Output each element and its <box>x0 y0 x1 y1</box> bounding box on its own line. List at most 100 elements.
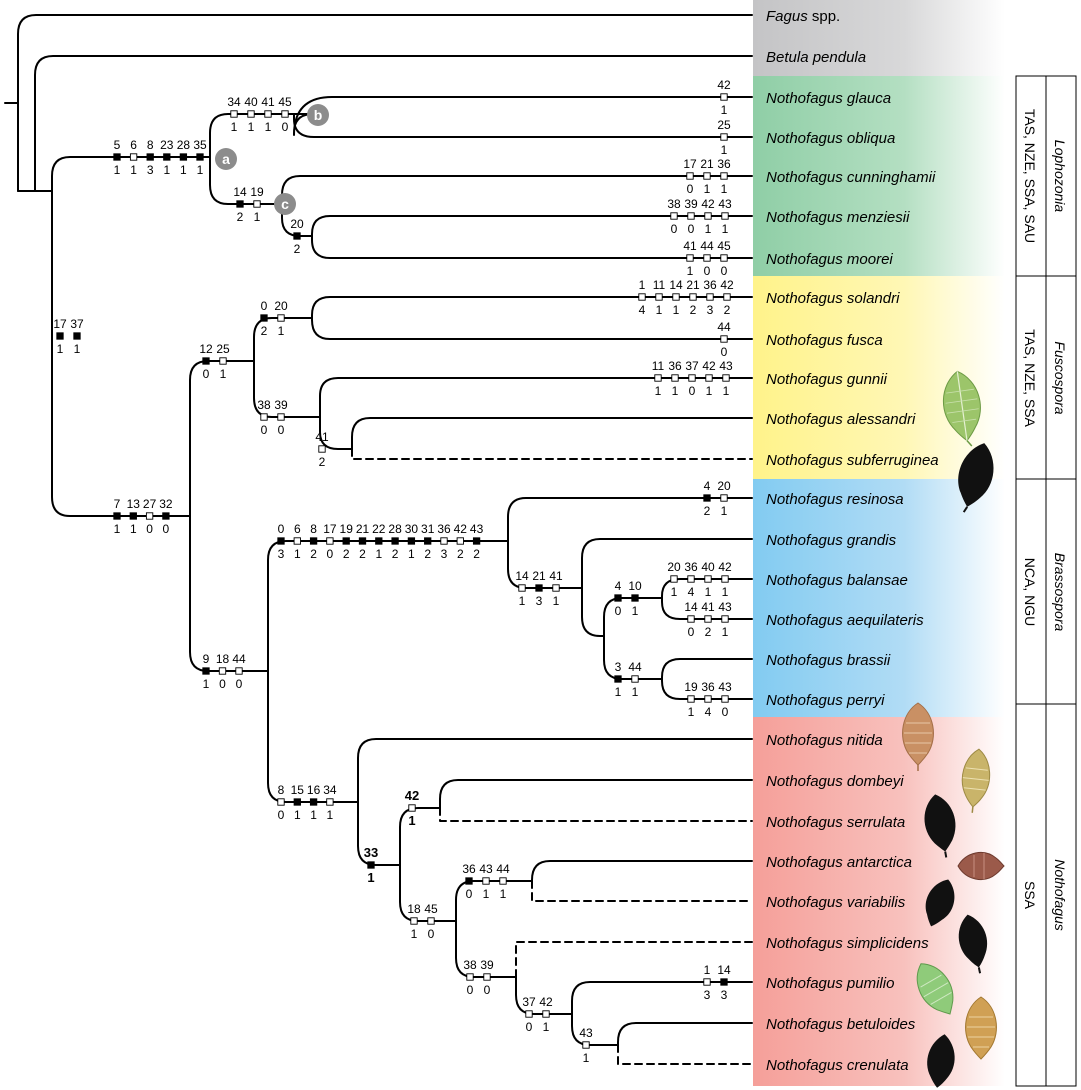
taxon-label: Nothofagus solandri <box>766 290 900 307</box>
character-state: 1 <box>655 384 662 398</box>
leaf-icon <box>958 443 994 513</box>
character-number: 41 <box>683 239 697 253</box>
character-state: 1 <box>706 384 713 398</box>
filled-state-marker <box>293 232 301 240</box>
character-state: 1 <box>705 222 712 236</box>
taxon-genus: Nothofagus <box>766 1016 843 1033</box>
open-state-marker <box>582 1041 590 1049</box>
taxon-label: Nothofagus cunninghamii <box>766 169 936 186</box>
open-state-marker <box>145 512 154 520</box>
taxon-label: Nothofagus dombeyi <box>766 773 904 790</box>
filled-state-marker <box>424 537 432 545</box>
taxon-labels: Fagus spp. Betula pendula Nothofagus gla… <box>766 8 939 1074</box>
character-number: 43 <box>479 862 493 876</box>
open-state-marker <box>721 575 729 583</box>
character-state: 3 <box>704 988 711 1002</box>
open-state-marker <box>466 973 474 981</box>
open-state-marker <box>525 1010 533 1018</box>
character-state: 2 <box>392 547 399 561</box>
filled-state-marker <box>236 200 244 208</box>
character-number: 14 <box>717 963 731 977</box>
open-state-marker <box>408 804 416 812</box>
character-number: 36 <box>717 157 731 171</box>
taxon-epithet: obliqua <box>847 130 895 147</box>
character-number: 5 <box>114 138 121 152</box>
node-c-marker: c <box>274 193 296 215</box>
character-state: 1 <box>687 264 694 278</box>
character-number: 25 <box>216 342 230 356</box>
filled-state-marker <box>631 594 639 602</box>
taxon-genus: Nothofagus <box>766 491 843 508</box>
character-number: 31 <box>421 522 435 536</box>
taxon-label: Nothofagus aequilateris <box>766 612 924 629</box>
taxon-label: Fagus spp. <box>766 8 840 25</box>
character-state: 1 <box>500 887 507 901</box>
character-number: 8 <box>278 783 285 797</box>
open-state-marker <box>326 798 334 806</box>
leaf-icon <box>924 794 956 858</box>
taxon-genus: Nothofagus <box>766 732 843 749</box>
character-number: 0 <box>261 299 268 313</box>
open-state-marker <box>230 110 238 118</box>
taxon-genus: Nothofagus <box>766 1057 843 1074</box>
filled-state-marker <box>465 877 473 885</box>
character-number: 28 <box>388 522 402 536</box>
character-group: 440 <box>717 320 731 359</box>
filled-state-marker <box>535 584 543 592</box>
open-state-marker <box>721 212 729 220</box>
filled-state-marker <box>472 537 481 545</box>
character-number: 38 <box>667 197 681 211</box>
character-number: 8 <box>310 522 317 536</box>
character-number: 45 <box>424 902 438 916</box>
taxon-genus: Nothofagus <box>766 532 843 549</box>
character-number: 11 <box>652 359 665 373</box>
character-state: 1 <box>408 813 415 828</box>
character-state: 1 <box>705 585 712 599</box>
filled-state-marker <box>163 153 171 161</box>
character-state: 2 <box>310 547 317 561</box>
taxon-genus: Nothofagus <box>766 692 843 709</box>
character-number: 3 <box>615 660 622 674</box>
character-state: 2 <box>237 210 244 224</box>
filled-state-marker <box>391 537 399 545</box>
taxon-epithet: balansae <box>847 572 908 589</box>
character-number: 42 <box>702 359 716 373</box>
character-state: 0 <box>526 1020 533 1034</box>
character-state: 1 <box>656 303 663 317</box>
leaf-icon <box>916 963 954 1015</box>
open-state-marker <box>456 537 464 545</box>
character-state: 3 <box>147 163 154 177</box>
taxon-label: Nothofagus betuloides <box>766 1016 916 1033</box>
character-state: 1 <box>721 182 728 196</box>
open-state-marker <box>721 695 729 703</box>
open-state-marker <box>264 110 272 118</box>
open-state-marker <box>655 293 663 301</box>
region-label: NCA, NGU <box>1022 558 1038 626</box>
character-number: 41 <box>701 600 715 614</box>
taxon-label: Nothofagus gunnii <box>766 371 888 388</box>
character-number: 4 <box>615 579 622 593</box>
node-letter: c <box>281 196 289 212</box>
character-state: 2 <box>424 547 431 561</box>
character-state: 0 <box>687 182 694 196</box>
taxon-label: Nothofagus grandis <box>766 532 897 549</box>
character-group: 202 <box>290 217 304 256</box>
character-state: 0 <box>327 547 334 561</box>
open-state-marker <box>705 374 713 382</box>
character-number: 34 <box>227 95 241 109</box>
taxon-epithet: subferruginea <box>847 452 939 469</box>
taxon-epithet: moorei <box>847 251 894 268</box>
character-number: 7 <box>114 497 121 511</box>
character-state: 3 <box>278 547 285 561</box>
character-number: 23 <box>160 138 174 152</box>
character-state: 0 <box>146 522 153 536</box>
open-state-marker <box>552 584 560 592</box>
open-state-marker <box>703 978 711 986</box>
outgroup-band <box>753 0 1005 76</box>
